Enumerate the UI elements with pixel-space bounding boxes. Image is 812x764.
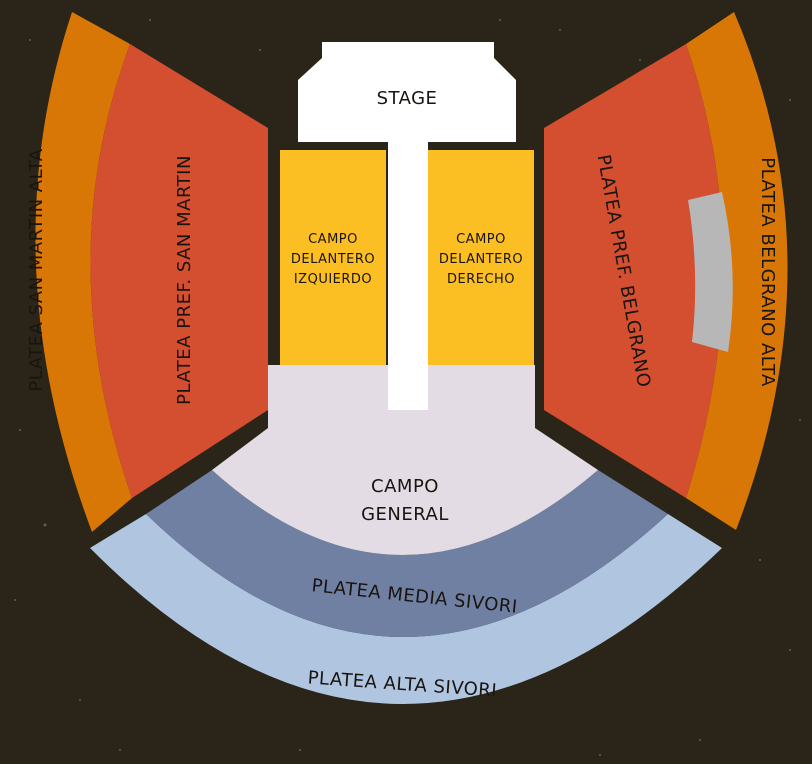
- platea-pref-san-martin-label: PLATEA PREF. SAN MARTIN: [174, 155, 195, 405]
- campo-general-label: CAMPO GENERAL: [361, 476, 449, 525]
- campo-derecho-line-1: CAMPO: [456, 232, 506, 247]
- section-campo-delantero-izquierdo[interactable]: [280, 150, 386, 365]
- section-platea-pref-san-martin[interactable]: [90, 44, 268, 498]
- campo-izquierdo-line-3: IZQUIERDO: [294, 272, 372, 287]
- section-platea-media-sivori[interactable]: [146, 470, 668, 637]
- campo-izquierdo-line-2: DELANTERO: [291, 252, 375, 267]
- stage-label: STAGE: [377, 88, 438, 109]
- campo-derecho-label: CAMPO DELANTERO DERECHO: [439, 232, 523, 287]
- platea-belgrano-alta-label: PLATEA BELGRANO ALTA: [757, 157, 778, 387]
- section-platea-pref-belgrano[interactable]: [544, 44, 723, 498]
- campo-general-line-1: CAMPO: [371, 476, 439, 497]
- section-platea-alta-sivori[interactable]: [90, 514, 722, 704]
- stage[interactable]: [298, 42, 516, 410]
- blocked-area: [688, 192, 733, 352]
- campo-general-line-2: GENERAL: [361, 504, 449, 525]
- section-platea-san-martin-alta[interactable]: [35, 12, 132, 532]
- section-campo-delantero-derecho[interactable]: [428, 150, 534, 365]
- platea-san-martin-alta-label: PLATEA SAN MARTIN ALTA: [26, 148, 47, 391]
- campo-izquierdo-label: CAMPO DELANTERO IZQUIERDO: [291, 232, 375, 287]
- section-campo-general[interactable]: [212, 365, 598, 555]
- campo-derecho-line-2: DELANTERO: [439, 252, 523, 267]
- campo-izquierdo-line-1: CAMPO: [308, 232, 358, 247]
- starfield: [14, 19, 801, 756]
- section-platea-belgrano-alta[interactable]: [686, 12, 788, 530]
- campo-derecho-line-3: DERECHO: [447, 272, 515, 287]
